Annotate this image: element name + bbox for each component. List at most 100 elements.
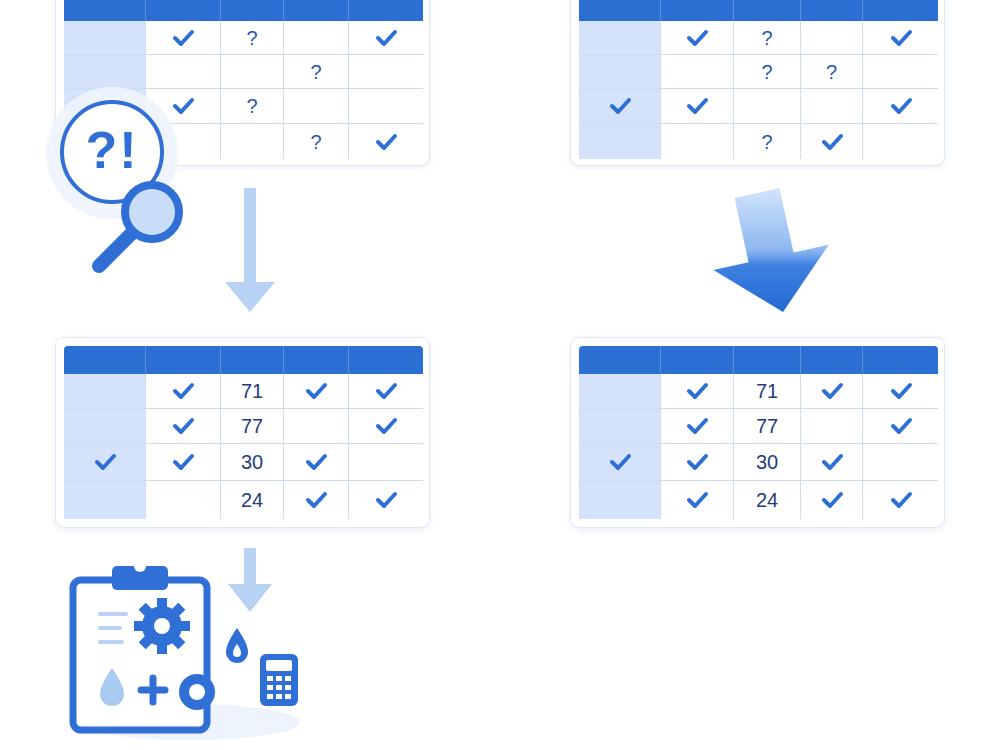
check-mark [888,415,914,437]
check-mark [819,380,845,402]
unknown-mark: ? [310,62,321,82]
table-cell [661,21,734,55]
table-cell [579,444,661,481]
check-stroke [612,100,629,112]
check-mark [888,27,914,49]
table-cell [349,21,423,55]
table-cell [284,374,349,409]
check-stroke [612,456,629,468]
table-cell: 24 [221,481,284,519]
check-stroke [824,494,841,506]
table-cell [221,55,284,89]
table-cell [146,444,221,481]
check-stroke [893,385,910,397]
check-stroke [824,385,841,397]
check-mark [170,27,196,49]
table-cell [863,55,938,89]
table-cell [146,374,221,409]
table-cell [661,409,734,444]
check-mark [684,489,710,511]
flow-arrow [225,188,275,312]
table-cell [863,89,938,124]
table-cell [64,444,146,481]
header-cell [863,346,938,374]
table-cell [801,124,863,159]
cell-value: 77 [756,416,778,436]
check-stroke [378,494,395,506]
table-cell [349,444,423,481]
check-mark [92,451,118,473]
check-mark [819,489,845,511]
check-mark [170,451,196,473]
table-cell: ? [734,21,801,55]
table-cell [661,55,734,89]
check-mark [303,380,329,402]
check-mark [888,95,914,117]
check-stroke [893,100,910,112]
table-cell [64,21,146,55]
check-mark [684,415,710,437]
check-stroke [689,456,706,468]
table-cell [579,481,661,519]
check-stroke [378,420,395,432]
flow-arrow [228,548,272,612]
table-cell [284,21,349,55]
table-cell: ? [221,21,284,55]
check-stroke [308,456,325,468]
cell-value: 24 [241,490,263,510]
header-cell [579,0,661,21]
data-table: ???? [55,0,430,166]
check-mark [373,27,399,49]
table-cell: ? [734,55,801,89]
check-mark [607,451,633,473]
unknown-mark: ? [310,132,321,152]
table-cell: ? [221,89,284,124]
table-cell [349,89,423,124]
header-cell [661,346,734,374]
header-cell [64,346,146,374]
check-stroke [308,494,325,506]
check-mark [819,131,845,153]
table-cell [284,89,349,124]
header-cell [734,0,801,21]
table-cell [349,409,423,444]
data-table: ???? [570,0,945,166]
table-cell: ? [734,124,801,159]
table-cell [661,481,734,519]
header-cell [661,0,734,21]
table-cell [64,409,146,444]
header-cell [349,0,423,21]
unknown-mark: ? [826,62,837,82]
check-stroke [824,136,841,148]
table-cell: 77 [221,409,284,444]
cell-value: 71 [241,381,263,401]
check-stroke [308,385,325,397]
table-cell: 77 [734,409,801,444]
check-mark [170,415,196,437]
table-cell: 30 [221,444,284,481]
table-cell [661,89,734,124]
cell-value: 30 [241,452,263,472]
table-cell [661,374,734,409]
check-stroke [893,32,910,44]
table-cell [284,481,349,519]
cell-value: 24 [756,490,778,510]
table-cell [349,374,423,409]
check-stroke [689,100,706,112]
data-table: 71 77 30 24 [55,337,430,528]
check-mark [373,415,399,437]
check-mark [373,380,399,402]
check-stroke [824,456,841,468]
header-cell [64,0,146,21]
unknown-mark: ? [246,28,257,48]
table-cell [579,124,661,159]
check-mark [684,95,710,117]
table-cell [579,21,661,55]
header-cell [801,0,863,21]
table-cell: 30 [734,444,801,481]
table-cell [284,409,349,444]
header-cell [349,346,423,374]
table-cell [801,481,863,519]
